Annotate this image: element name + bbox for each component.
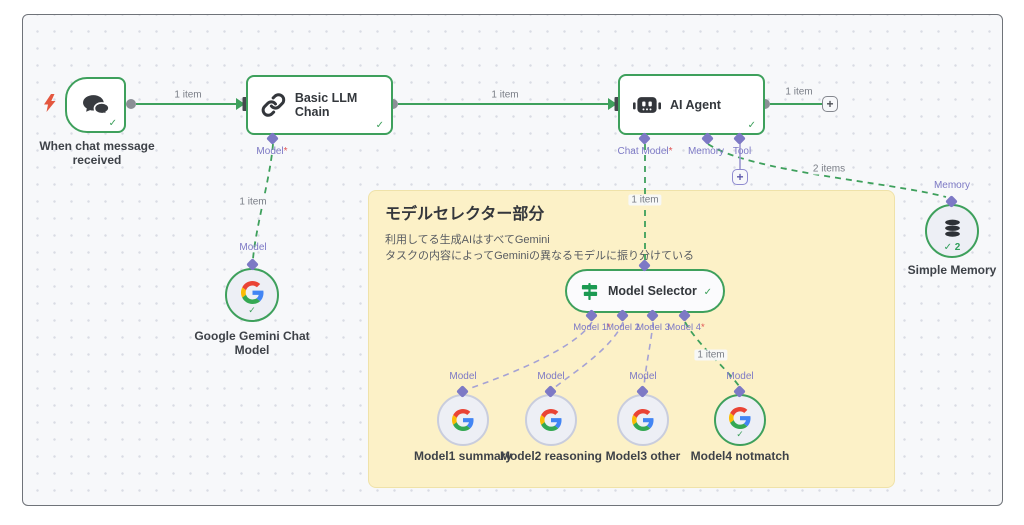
sticky-note-title: モデルセレクター部分 bbox=[385, 206, 545, 223]
node-basic-llm-chain[interactable]: Basic LLM Chain bbox=[246, 75, 393, 135]
node-chat-trigger[interactable] bbox=[65, 77, 126, 133]
connection-label: 1 item bbox=[694, 349, 728, 361]
port-label-model2: Model 2 bbox=[606, 322, 640, 333]
connection-label: 1 item bbox=[236, 196, 270, 208]
execute-lightning-icon bbox=[44, 94, 56, 112]
add-next-node-button[interactable] bbox=[822, 96, 838, 112]
port-label-model2-input: Model bbox=[537, 371, 565, 382]
port-label-model4-input: Model bbox=[726, 371, 754, 382]
node-title-ai-agent: AI Agent bbox=[670, 97, 721, 112]
google-g-icon bbox=[540, 409, 562, 431]
port-label-model4: Model 4* bbox=[667, 322, 705, 333]
port-label-tool: Tool bbox=[732, 146, 752, 157]
sticky-note-body: 利用してる生成AIはすべてGemini タスクの内容によってGeminiの異なる… bbox=[385, 233, 878, 264]
port-label-chat-model: Chat Model* bbox=[617, 146, 673, 157]
node-model1[interactable] bbox=[437, 394, 489, 446]
connection-label: 1 item bbox=[628, 194, 662, 206]
node-ai-agent[interactable]: AI Agent bbox=[618, 74, 765, 135]
port-label-model1-input: Model bbox=[449, 371, 477, 382]
success-check-icon bbox=[109, 118, 117, 129]
robot-icon bbox=[633, 96, 661, 113]
node-model4[interactable] bbox=[714, 394, 766, 446]
node-label-model2: Model2 reasoning bbox=[499, 449, 603, 463]
signpost-icon bbox=[581, 282, 598, 300]
port-label-simple-memory: Memory bbox=[933, 180, 971, 191]
node-label-chat-trigger: When chat message received bbox=[39, 139, 155, 167]
node-label-gemini-chat-model: Google Gemini Chat Model bbox=[194, 329, 310, 357]
connection-label: 1 item bbox=[782, 86, 816, 98]
node-simple-memory[interactable]: 2 bbox=[925, 204, 979, 258]
port-label-model3: Model 3 bbox=[636, 322, 670, 333]
node-label-simple-memory: Simple Memory bbox=[907, 263, 997, 277]
database-icon bbox=[944, 219, 960, 237]
node-model-selector[interactable]: Model Selector bbox=[565, 269, 725, 313]
connection-label: 1 item bbox=[488, 89, 522, 101]
success-check-icon bbox=[748, 120, 756, 131]
port-label-model3-input: Model bbox=[629, 371, 657, 382]
node-label-model1: Model1 summary bbox=[413, 449, 513, 463]
node-title-model-selector: Model Selector bbox=[608, 284, 697, 298]
node-model3[interactable] bbox=[617, 394, 669, 446]
connection-label: 1 item bbox=[171, 89, 205, 101]
sticky-note-line2: タスクの内容によってGeminiの異なるモデルに振り分けている bbox=[385, 249, 694, 262]
node-label-model4: Model4 notmatch bbox=[690, 449, 790, 463]
google-g-icon bbox=[240, 281, 264, 304]
node-gemini-chat-model[interactable] bbox=[225, 268, 279, 322]
chat-bubbles-icon bbox=[82, 95, 110, 116]
node-label-model3: Model3 other bbox=[605, 449, 681, 463]
chain-link-icon bbox=[261, 93, 286, 117]
sticky-note-line1: 利用してる生成AIはすべてGemini bbox=[385, 234, 550, 246]
port-label-gemini-model: Model bbox=[239, 242, 267, 253]
success-check-icon bbox=[704, 287, 712, 298]
google-g-icon bbox=[729, 406, 751, 429]
node-title-basic-llm-chain: Basic LLM Chain bbox=[294, 91, 358, 119]
success-check-icon bbox=[716, 429, 764, 440]
google-g-icon bbox=[632, 409, 654, 431]
add-tool-button[interactable] bbox=[732, 169, 748, 185]
connection-label: 2 items bbox=[809, 163, 849, 175]
port-label-model: Model* bbox=[256, 146, 288, 157]
items-count-badge: 2 bbox=[927, 242, 977, 253]
google-g-icon bbox=[452, 409, 474, 431]
success-check-icon bbox=[376, 120, 384, 131]
port-label-memory: Memory bbox=[687, 146, 725, 157]
node-model2[interactable] bbox=[525, 394, 577, 446]
success-check-icon bbox=[227, 305, 277, 316]
